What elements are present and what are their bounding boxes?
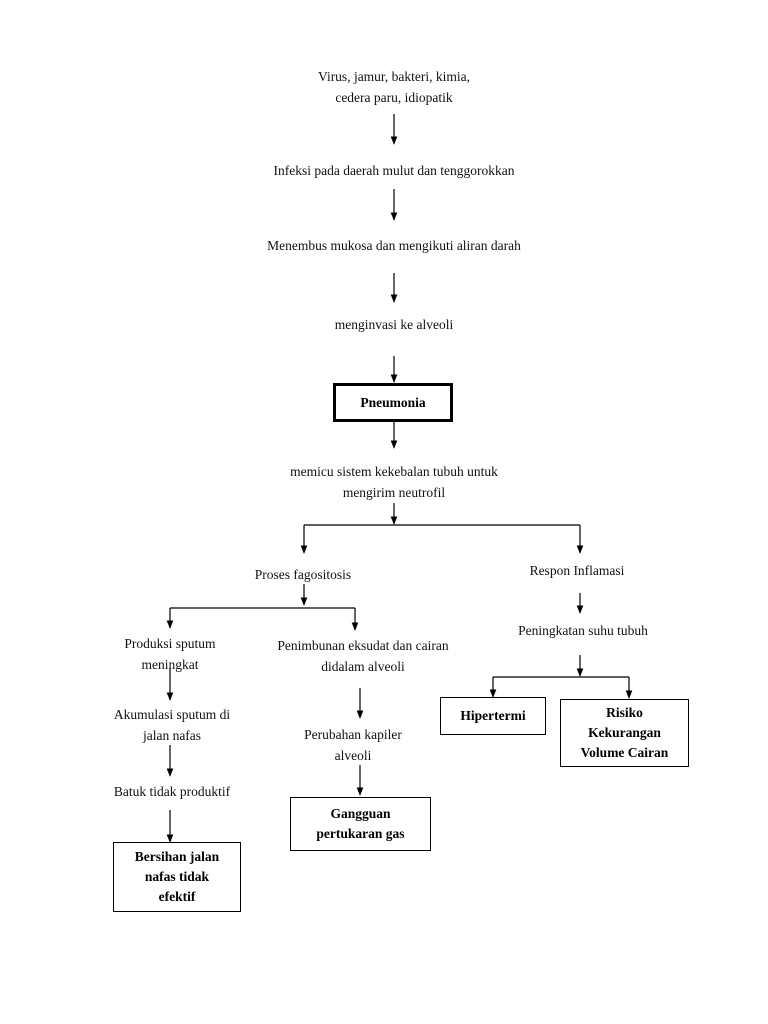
node-gangguan: Gangguan pertukaran gas xyxy=(290,797,431,851)
node-bersihan: Bersihan jalan nafas tidak efektif xyxy=(113,842,241,912)
node-batuk: Batuk tidak produktif xyxy=(113,784,231,799)
node-pneumonia: Pneumonia xyxy=(333,383,453,422)
node-risiko: Risiko Kekurangan Volume Cairan xyxy=(560,699,689,767)
node-produksi: Produksi sputum meningkat xyxy=(124,636,216,672)
node-peningkatan: Peningkatan suhu tubuh xyxy=(518,623,648,638)
node-hipertermi: Hipertermi xyxy=(440,697,546,735)
node-fagositosis: Proses fagositosis xyxy=(254,567,352,582)
node-perubahan: Perubahan kapiler alveoli xyxy=(304,727,402,763)
node-akumulasi: Akumulasi sputum di jalan nafas xyxy=(113,707,231,743)
node-causes: Virus, jamur, bakteri, kimia, cedera par… xyxy=(318,69,470,105)
node-infeksi: Infeksi pada daerah mulut dan tenggorokk… xyxy=(273,163,515,178)
node-memicu: memicu sistem kekebalan tubuh untuk meng… xyxy=(290,464,498,500)
node-penimbunan: Penimbunan eksudat dan cairan didalam al… xyxy=(277,638,449,674)
node-menginvasi: menginvasi ke alveoli xyxy=(334,317,454,332)
node-respon: Respon Inflamasi xyxy=(529,563,625,578)
node-menembus: Menembus mukosa dan mengikuti aliran dar… xyxy=(267,238,521,253)
